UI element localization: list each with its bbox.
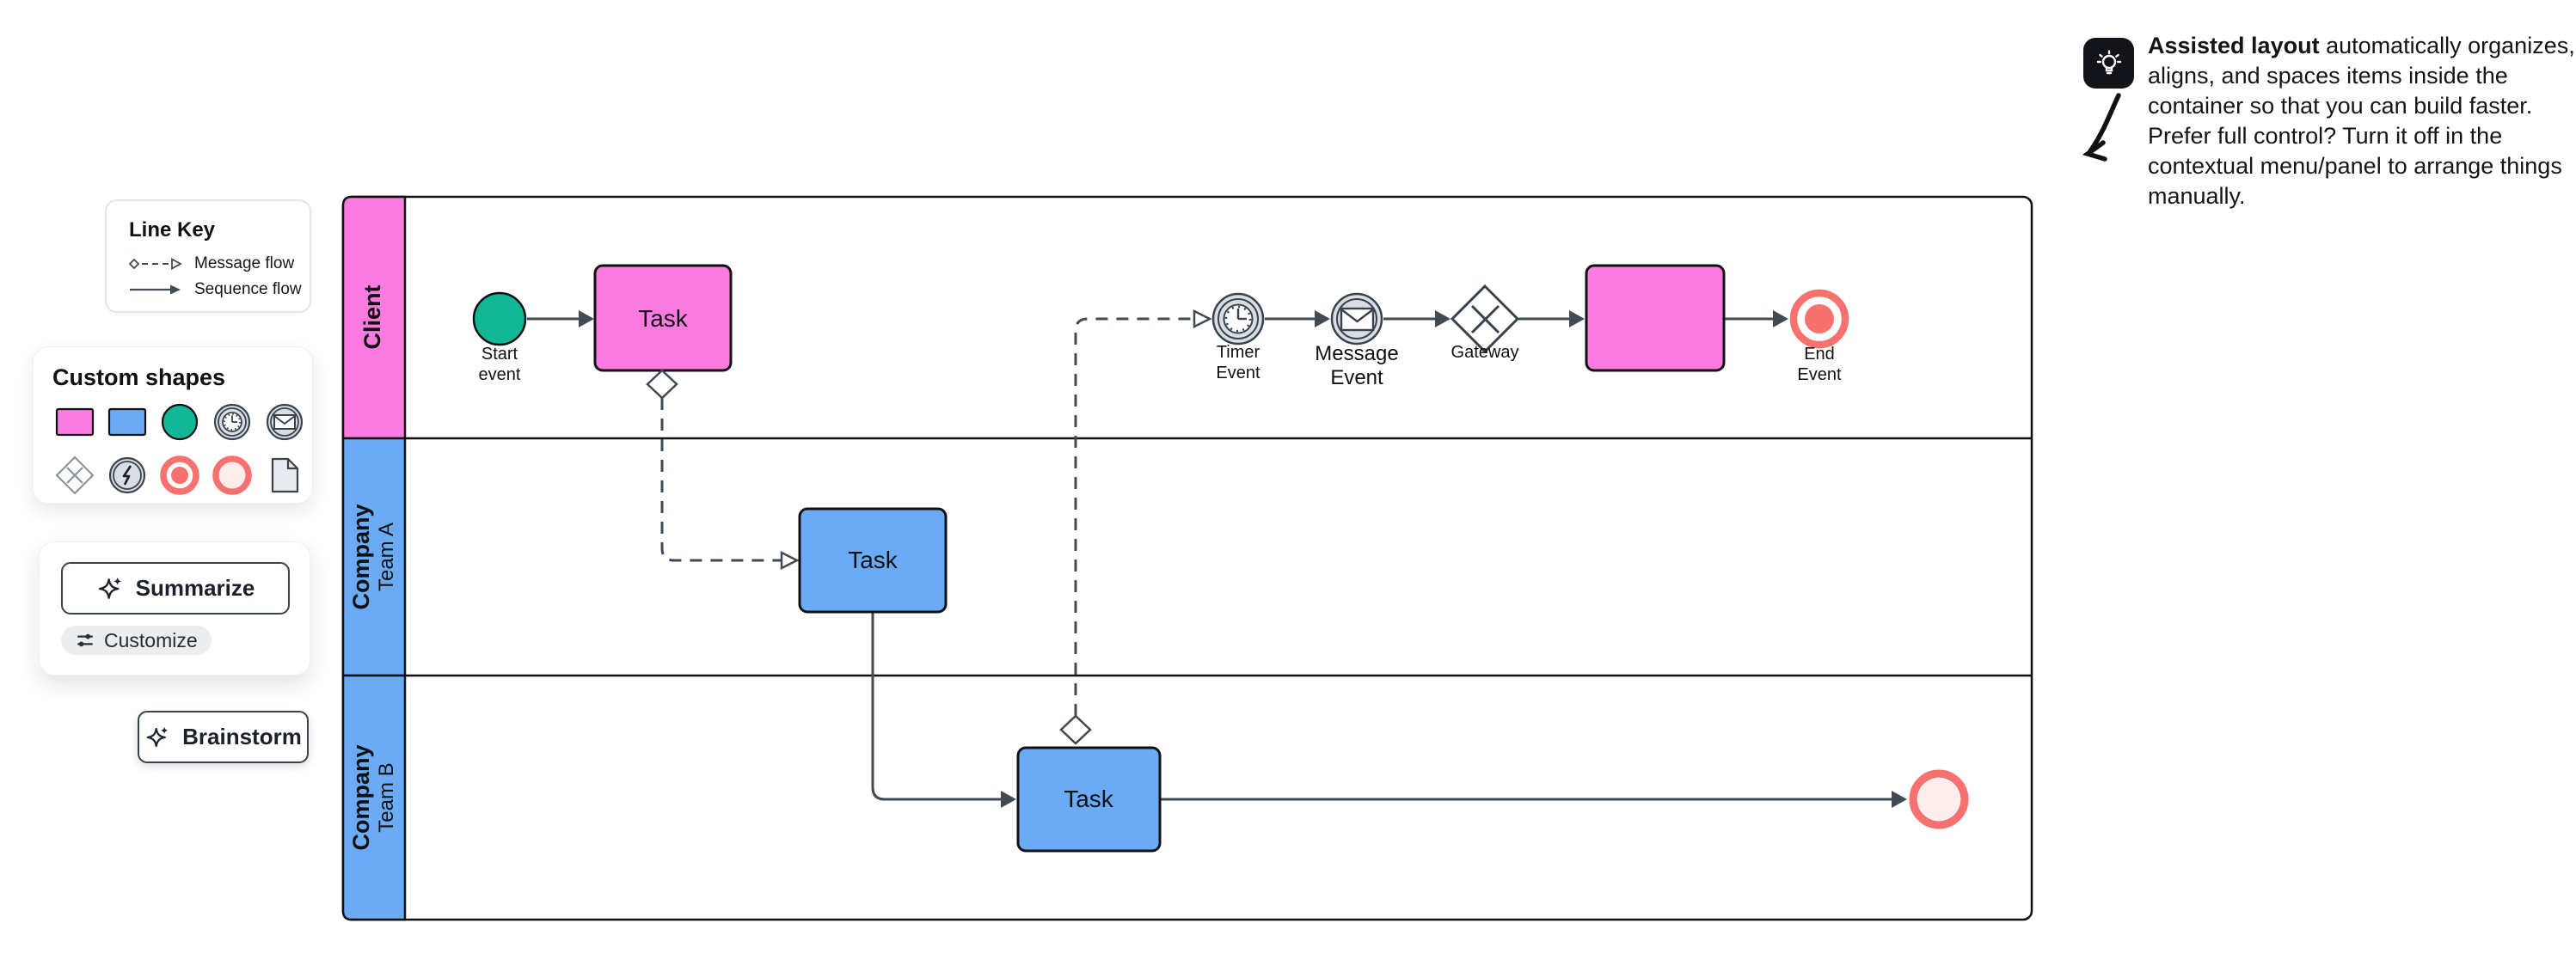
timer-event-label-1: Timer	[1217, 343, 1260, 362]
sequence-flow-start-task[interactable]	[527, 310, 594, 327]
custom-shapes-panel: Custom shapes	[33, 346, 313, 504]
summarize-button[interactable]: Summarize	[61, 562, 290, 615]
sequence-flow-team-b-end[interactable]	[1161, 791, 1907, 808]
ai-actions-card: Summarize Customize	[39, 541, 310, 676]
gateway-node[interactable]	[1450, 284, 1520, 354]
note-body: automatically organizes, aligns, and spa…	[2148, 33, 2575, 209]
lane-label-team-a: Team A	[375, 523, 398, 591]
sequence-flow-task-end[interactable]	[1725, 310, 1788, 327]
summarize-label: Summarize	[135, 575, 255, 601]
shape-timer-event-icon[interactable]	[210, 400, 255, 444]
assisted-layout-note: Assisted layout automatically organizes,…	[2148, 31, 2576, 211]
sequence-flow-message-gateway[interactable]	[1383, 310, 1451, 327]
lane-header-client[interactable]: Client	[341, 195, 407, 440]
annotation-arrow	[2082, 93, 2121, 162]
shape-message-event-icon[interactable]	[262, 400, 307, 444]
start-event-node[interactable]	[472, 291, 527, 346]
legend-item-sequence-flow: Sequence flow	[129, 280, 310, 299]
shape-end-event[interactable]	[157, 453, 202, 498]
legend-item-message-flow: Message flow	[129, 254, 310, 273]
sequence-flow-team-a-team-b[interactable]	[871, 612, 1016, 808]
gateway-label: Gateway	[1451, 343, 1519, 362]
task-team-a-node[interactable]: Task	[798, 507, 948, 614]
sliders-icon	[77, 633, 93, 647]
message-event-label-2: Event	[1330, 366, 1383, 389]
lane-header-team-b[interactable]: Company Team B	[341, 674, 407, 921]
custom-shapes-title: Custom shapes	[52, 364, 226, 390]
shape-document[interactable]	[262, 453, 307, 498]
message-flow-team-b-timer[interactable]	[1074, 309, 1212, 716]
shape-blue-rectangle[interactable]	[105, 400, 150, 444]
start-event-label-2: event	[479, 365, 521, 384]
sequence-flow-icon	[130, 284, 181, 295]
sequence-flow-timer-message[interactable]	[1265, 310, 1330, 327]
legend-label-sequence-flow: Sequence flow	[194, 280, 302, 298]
shape-pink-rectangle[interactable]	[52, 400, 97, 444]
shape-bolt-event-icon[interactable]	[105, 453, 150, 498]
start-event-label-1: Start	[481, 345, 518, 364]
lane-label-company-a: Company	[348, 504, 374, 609]
message-flow-source-diamond[interactable]	[646, 369, 678, 400]
task-team-b-node[interactable]: Task	[1016, 746, 1162, 853]
message-flow-icon	[129, 257, 182, 271]
end-event-label-1: End	[1804, 345, 1835, 364]
lane-label-team-b: Team B	[375, 762, 398, 832]
task-team-a-label: Task	[848, 547, 899, 573]
end-event-node[interactable]	[1789, 289, 1849, 349]
message-flow-client-team-a[interactable]	[660, 398, 800, 571]
task-client-label: Task	[638, 305, 689, 332]
brainstorm-button[interactable]: Brainstorm	[138, 711, 309, 763]
shape-gateway-diamond[interactable]	[52, 453, 97, 498]
lane-label-client: Client	[359, 284, 385, 349]
sparkles-icon	[98, 577, 121, 599]
timer-event-node[interactable]	[1211, 292, 1265, 346]
legend-label-message-flow: Message flow	[194, 254, 295, 272]
sequence-flow-gateway-task[interactable]	[1518, 310, 1585, 327]
message-flow-source-diamond[interactable]	[1059, 714, 1092, 745]
shape-teal-circle[interactable]	[157, 400, 202, 444]
end-event-label-2: Event	[1797, 365, 1842, 384]
task-client-node[interactable]: Task	[593, 264, 733, 372]
lane-header-team-a[interactable]: Company Team A	[341, 437, 407, 677]
brainstorm-label: Brainstorm	[182, 724, 302, 749]
sparkles-icon	[146, 726, 169, 747]
lightbulb-icon	[2083, 38, 2134, 89]
line-key-title: Line Key	[129, 218, 216, 242]
note-lead: Assisted layout	[2148, 33, 2320, 58]
task-team-b-label: Task	[1064, 786, 1114, 812]
bpmn-pool[interactable]: Client Company Team A Company Team B	[341, 195, 2033, 921]
message-event-node[interactable]	[1330, 292, 1383, 346]
shape-end-ring[interactable]	[210, 453, 255, 498]
line-key-panel: Line Key Message flow Sequence flow	[105, 199, 311, 313]
customize-button[interactable]: Customize	[61, 626, 212, 655]
customize-label: Customize	[104, 628, 198, 651]
message-event-label-1: Message	[1315, 342, 1398, 365]
end-ring-node[interactable]	[1909, 769, 1969, 829]
task-unlabeled-node[interactable]	[1585, 264, 1726, 372]
timer-event-label-2: Event	[1216, 364, 1260, 382]
lane-label-company-b: Company	[348, 744, 374, 850]
